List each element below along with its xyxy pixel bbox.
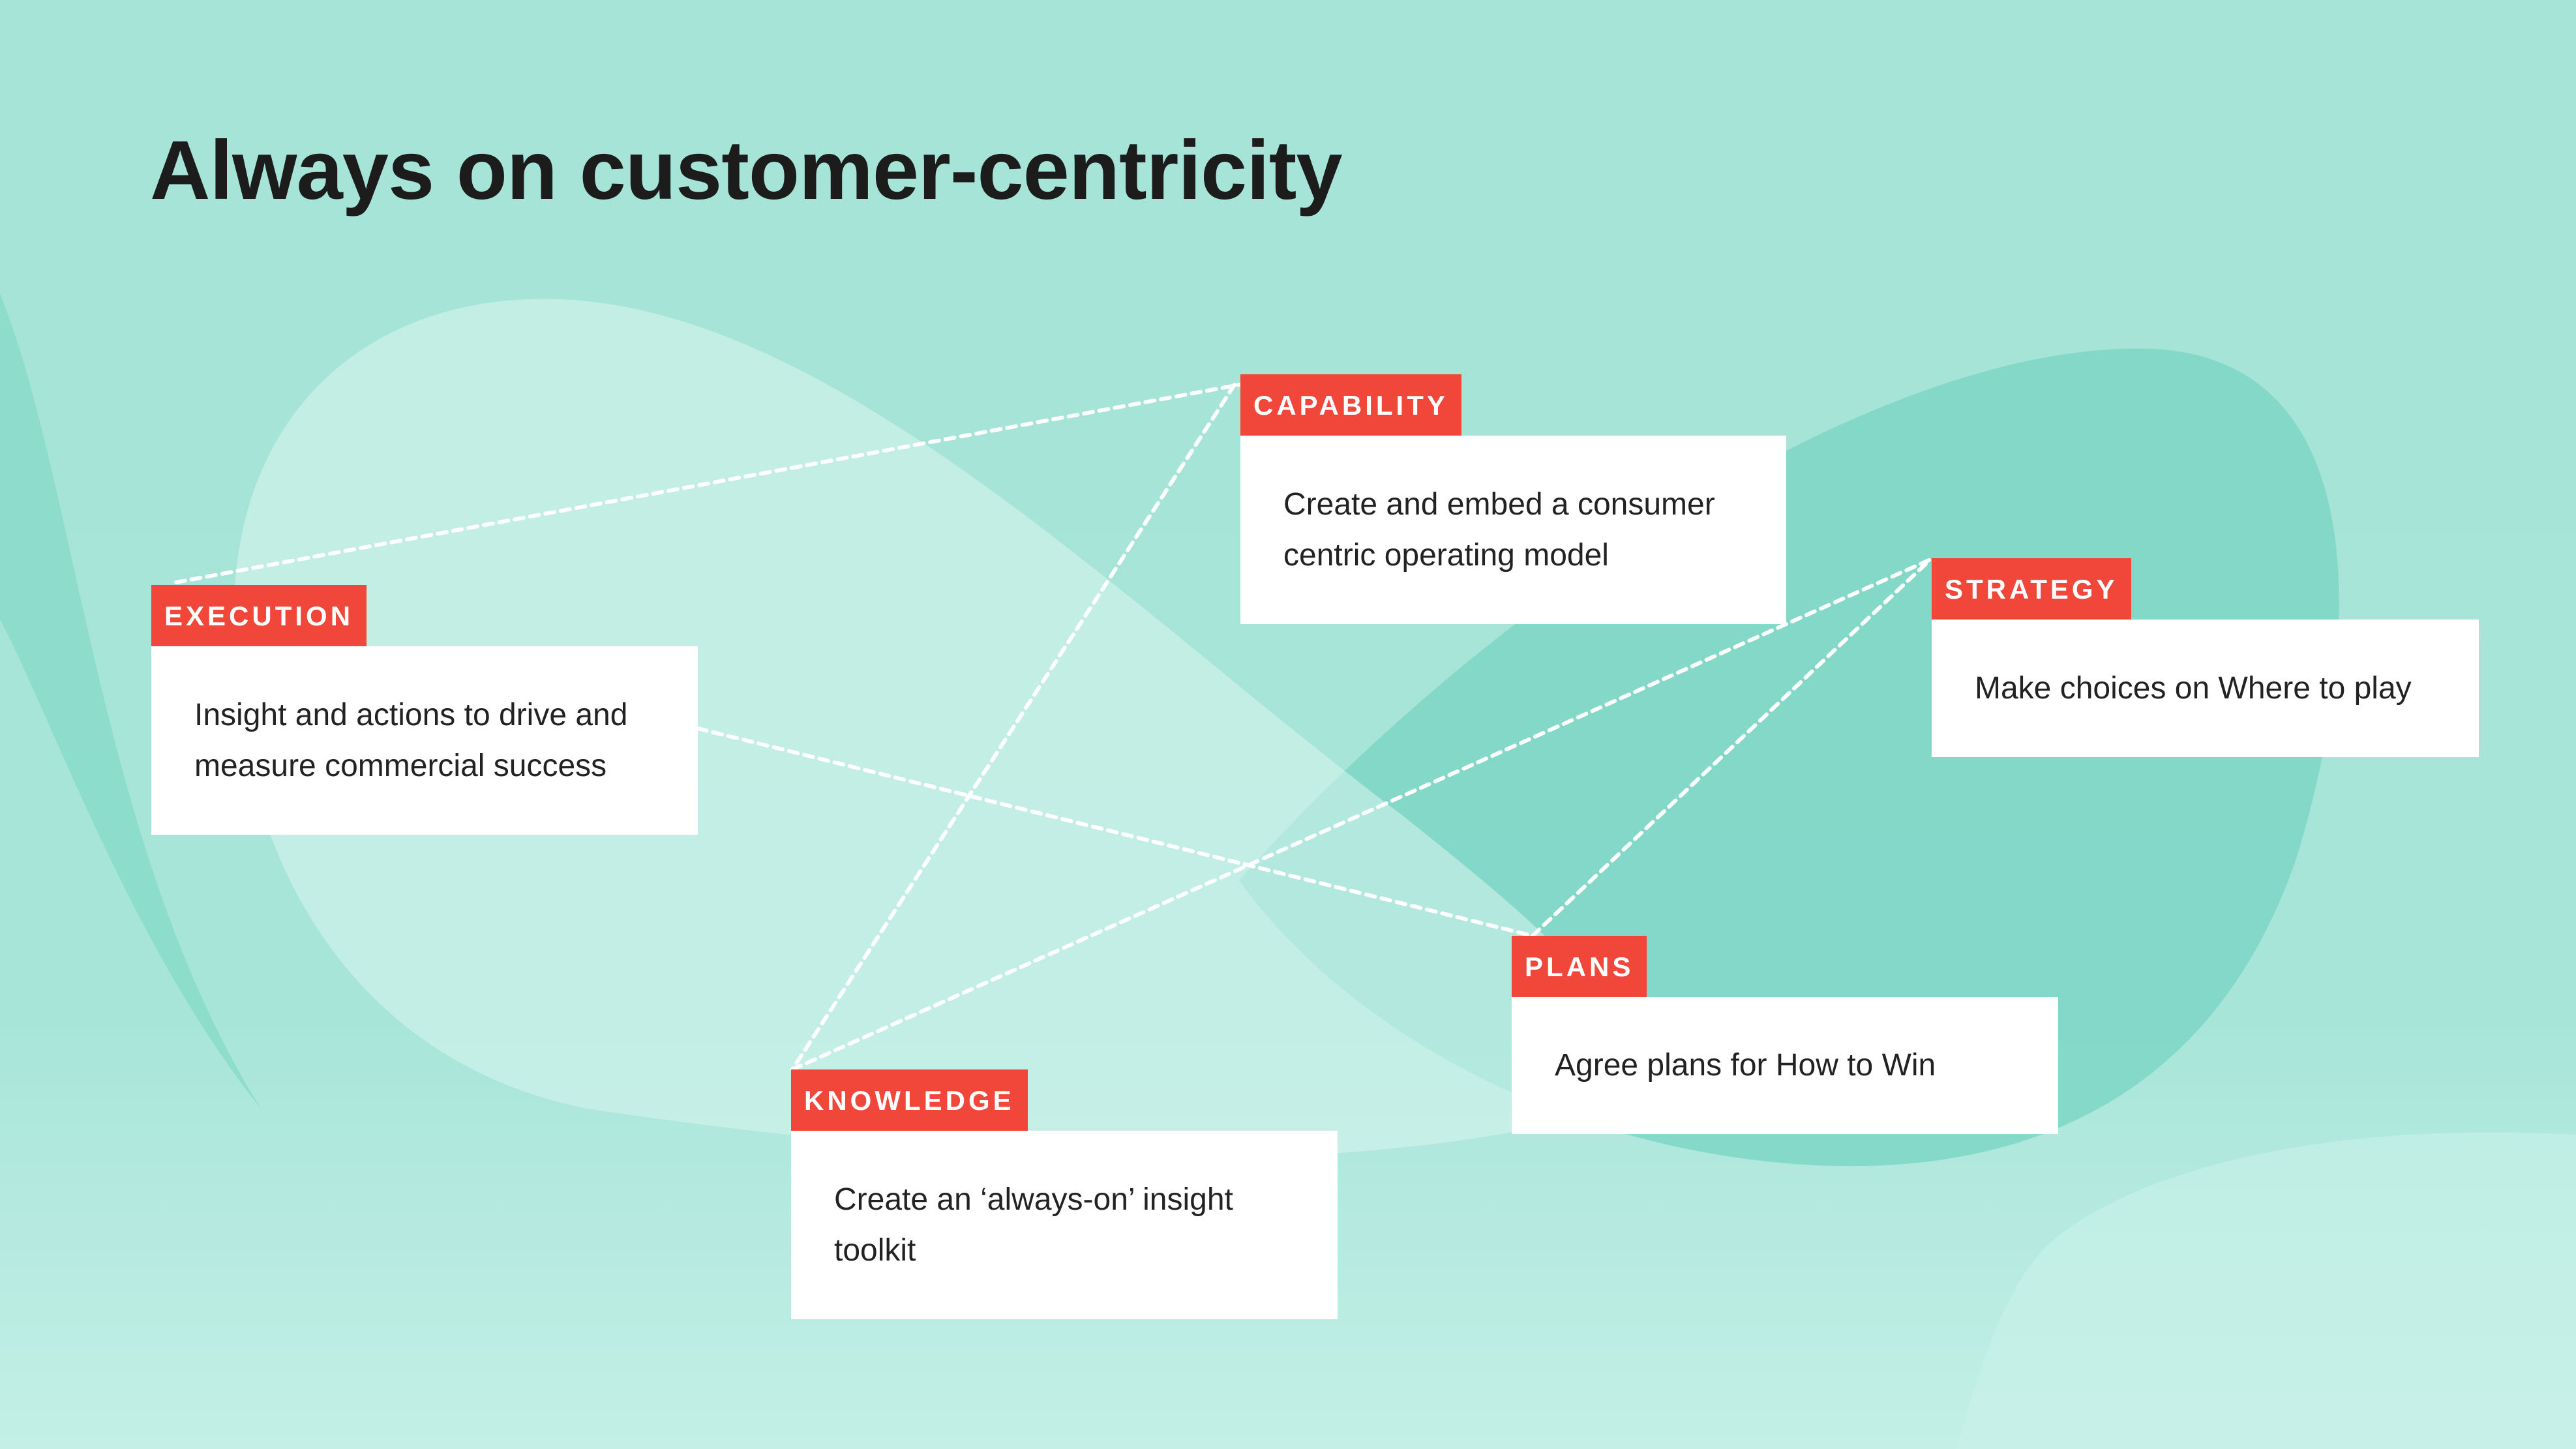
bottom-right-shape <box>1956 1132 2576 1449</box>
strategy-text: Make choices on Where to play <box>1975 670 2412 706</box>
knowledge-text: Create an ‘always-on’ insight toolkit <box>834 1182 1233 1268</box>
page-title: Always on customer-centricity <box>150 124 1343 217</box>
knowledge-card: Create an ‘always-on’ insight toolkit <box>791 1131 1338 1319</box>
plans-tag: PLANS <box>1512 936 1647 998</box>
capability-tag: CAPABILITY <box>1240 374 1461 437</box>
execution-text: Insight and actions to drive and measure… <box>194 697 628 783</box>
left-swoosh-shape <box>0 293 261 1109</box>
plans-text: Agree plans for How to Win <box>1555 1048 1936 1083</box>
strategy-tag: STRATEGY <box>1932 558 2131 621</box>
knowledge-tag: KNOWLEDGE <box>791 1069 1028 1132</box>
execution-card: Insight and actions to drive and measure… <box>151 646 698 835</box>
capability-card: Create and embed a consumer centric oper… <box>1240 436 1786 624</box>
capability-text: Create and embed a consumer centric oper… <box>1283 486 1715 573</box>
execution-tag: EXECUTION <box>151 585 367 648</box>
plans-card: Agree plans for How to Win <box>1512 997 2058 1134</box>
strategy-card: Make choices on Where to play <box>1932 620 2479 757</box>
